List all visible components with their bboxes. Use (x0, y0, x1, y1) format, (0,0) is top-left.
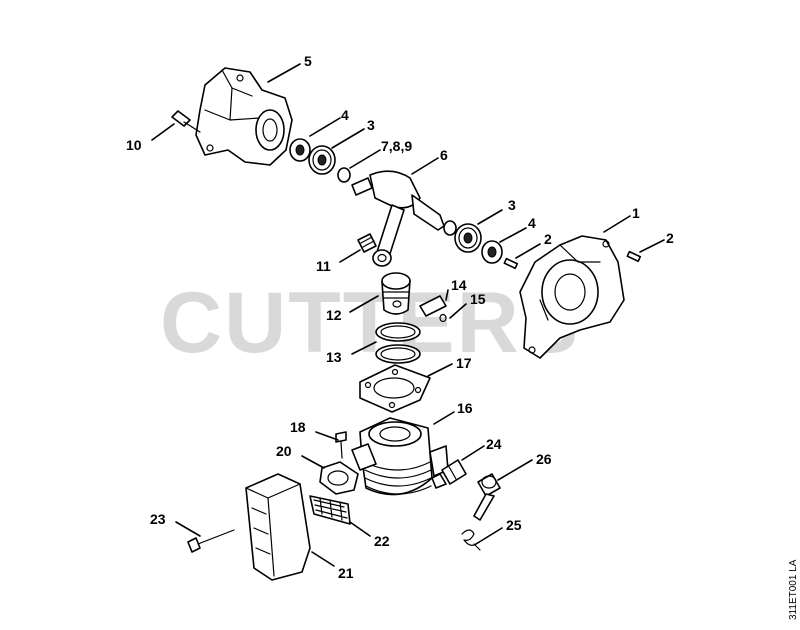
callout-2-right: 2 (666, 230, 674, 246)
part-2-dowel-pin (503, 257, 519, 270)
part-washer-lower (443, 220, 457, 236)
callout-13: 13 (326, 349, 342, 365)
callout-11: 11 (316, 258, 331, 274)
part-1-crankcase-half (519, 235, 625, 359)
callout-23: 23 (150, 511, 166, 527)
callout-7-8-9: 7,8,9 (381, 138, 412, 154)
watermark-text: CUTTERS (160, 275, 580, 371)
callout-2: 2 (544, 231, 552, 247)
callout-16: 16 (457, 400, 473, 416)
callout-24: 24 (486, 436, 502, 452)
callout-18: 18 (290, 419, 306, 435)
callout-20: 20 (276, 443, 292, 459)
part-26-plug-boot (473, 473, 501, 521)
part-23-screw (187, 529, 235, 553)
callout-3: 3 (367, 117, 375, 133)
callout-5: 5 (304, 53, 312, 69)
part-14-piston-pin (419, 295, 447, 317)
part-16-cylinder (351, 417, 449, 496)
callout-4: 4 (341, 107, 349, 123)
part-18-screw (335, 431, 347, 459)
part-4-oil-seal-lower (481, 240, 503, 264)
callout-17: 17 (456, 355, 472, 371)
part-15-snap-ring (439, 313, 447, 323)
part-3-ball-bearing (308, 145, 336, 175)
callout-25: 25 (506, 517, 522, 533)
part-12-piston (381, 272, 411, 315)
part-25-spring (461, 529, 481, 551)
part-7-8-9-shim (337, 167, 351, 183)
part-17-cylinder-gasket (359, 364, 431, 413)
callout-22: 22 (374, 533, 390, 549)
callout-4-lower: 4 (528, 215, 536, 231)
callout-3-lower: 3 (508, 197, 516, 213)
callout-15: 15 (470, 291, 486, 307)
part-21-muffler (245, 473, 311, 581)
callout-10: 10 (126, 137, 142, 153)
part-2-dowel-pin-b (626, 250, 642, 263)
callout-14: 14 (451, 277, 467, 293)
part-3-ball-bearing-lower (454, 223, 482, 253)
figure-reference: 311ET001 LA (788, 559, 799, 620)
leader-lines (151, 63, 665, 567)
part-20-gasket (319, 461, 359, 495)
callout-21: 21 (338, 565, 354, 581)
callout-6: 6 (440, 147, 448, 163)
callout-labels: 5 10 4 3 7,8,9 6 3 4 2 1 2 11 12 14 15 1… (126, 53, 674, 581)
part-5-crankcase-half (195, 67, 293, 166)
part-24-spark-plug (431, 459, 467, 489)
part-11-needle-cage (357, 233, 377, 253)
part-6-crankshaft (351, 170, 445, 267)
part-10-screw (171, 110, 201, 133)
callout-26: 26 (536, 451, 552, 467)
part-4-oil-seal (289, 138, 311, 162)
callout-12: 12 (326, 307, 342, 323)
callout-1: 1 (632, 205, 640, 221)
part-13-piston-rings (375, 322, 421, 364)
part-22-screen (309, 495, 351, 525)
